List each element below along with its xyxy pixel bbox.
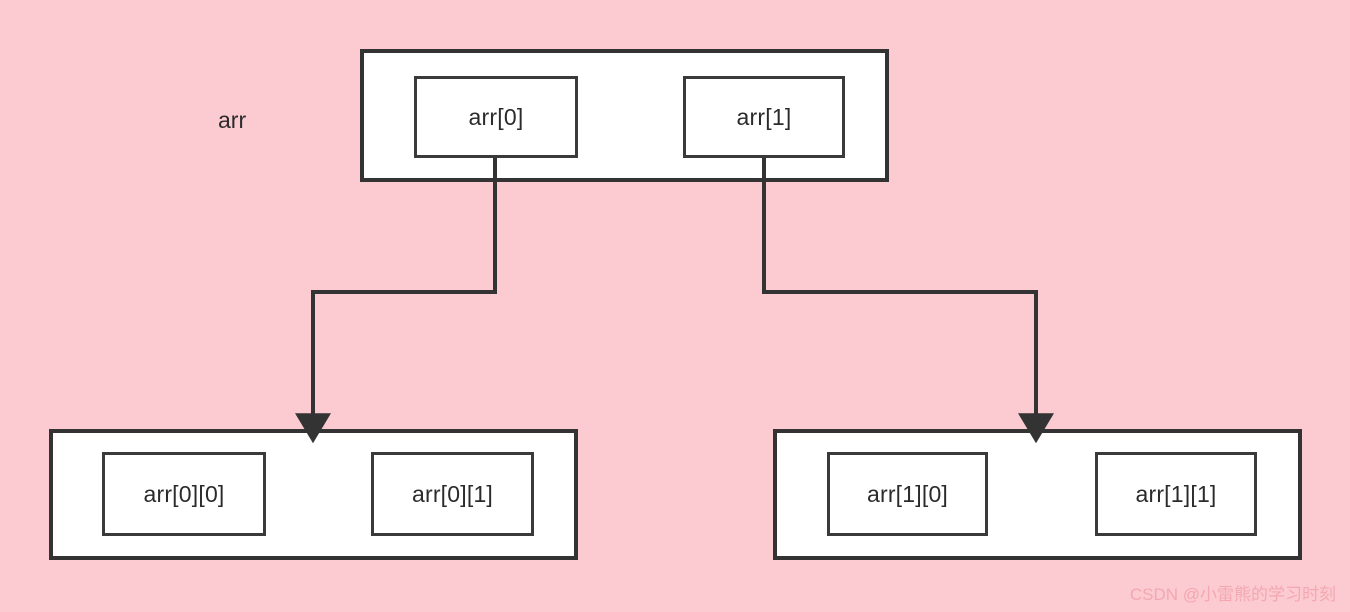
array-cell-label: arr[0] — [468, 103, 524, 130]
watermark-text: CSDN @小雷熊的学习时刻 — [1129, 584, 1336, 604]
array-cell-arr-1-1[interactable]: arr[1][1] — [1095, 452, 1257, 536]
array-cell-label: arr[0][0] — [143, 480, 225, 507]
array-cell-arr-1[interactable]: arr[1] — [683, 76, 845, 158]
array-cell-label: arr[1] — [736, 103, 792, 130]
array-cell-arr-1-0[interactable]: arr[1][0] — [827, 452, 988, 536]
array-variable-label: arr — [218, 107, 247, 133]
array-cell-arr-0-1[interactable]: arr[0][1] — [371, 452, 534, 536]
connector-arr1-to-row1 — [762, 158, 1054, 444]
array-cell-arr-0[interactable]: arr[0] — [414, 76, 578, 158]
array-cell-label: arr[0][1] — [411, 480, 494, 507]
connector-arr0-to-row0 — [295, 158, 497, 444]
array-cell-label: arr[1][0] — [866, 480, 949, 507]
array-cell-label: arr[1][1] — [1135, 480, 1217, 507]
array-cell-arr-0-0[interactable]: arr[0][0] — [102, 452, 266, 536]
